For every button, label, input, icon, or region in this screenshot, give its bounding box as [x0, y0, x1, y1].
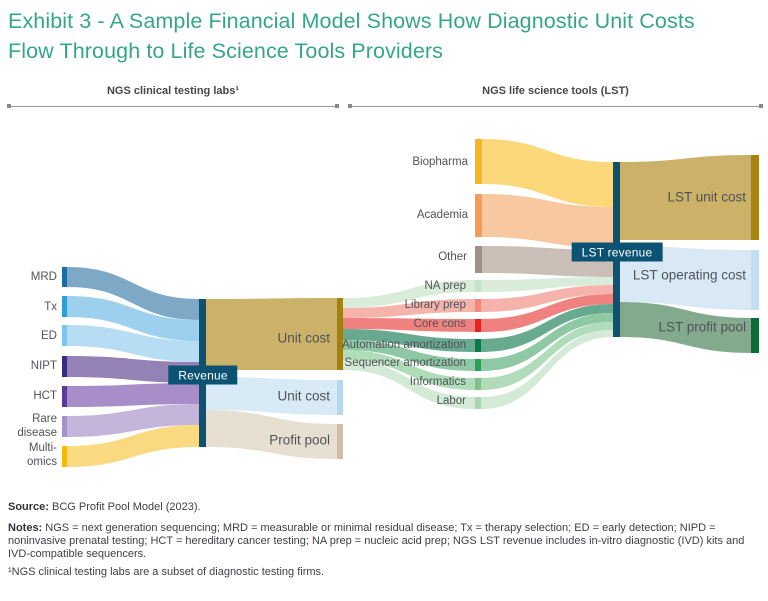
- flow-unit-cost-core-cons: [343, 318, 475, 332]
- source-line: Source: BCG Profit Pool Model (2023).: [8, 501, 760, 514]
- flow-ed-revenue: [67, 325, 199, 362]
- flow-labor-lst-revenue: [481, 330, 613, 409]
- node-automation-amortization: [475, 339, 481, 352]
- section-header-clinical-labs: NGS clinical testing labs¹: [106, 85, 240, 97]
- notes-label: Notes:: [8, 522, 43, 534]
- page-title-line1: Exhibit 3 - A Sample Financial Model Sho…: [8, 9, 695, 33]
- section-bracket-right: [348, 104, 763, 109]
- flow-unit-cost-informatics: [343, 350, 475, 390]
- node-biopharma: [475, 139, 482, 184]
- flow-revenue-profit-pool: [206, 410, 337, 459]
- flow-tx-revenue: [67, 296, 199, 341]
- node-revenue: [199, 299, 206, 447]
- node-nipt: [62, 356, 67, 377]
- flow-revenue-unit-cost: [206, 298, 337, 370]
- flow-unit-cost-labor: [343, 360, 475, 409]
- footnote-line: ¹NGS clinical testing labs are a subset …: [8, 566, 325, 578]
- node-other: [475, 246, 482, 273]
- flow-unit-cost-na-prep: [343, 280, 475, 308]
- node-lst-unit-cost: [751, 155, 759, 240]
- flow-core-cons-lst-revenue: [481, 294, 613, 332]
- flow-unit-cost-library-prep: [343, 299, 475, 318]
- flow-sequencer-lst-revenue: [481, 313, 613, 371]
- node-core-cons: [475, 319, 481, 332]
- section-bracket-left: [7, 104, 339, 109]
- flow-lst-revenue-profit-pool: [620, 302, 751, 353]
- flow-automation-lst-revenue: [481, 304, 613, 352]
- flow-multi-omics-revenue: [67, 425, 199, 467]
- node-rare-disease: [62, 416, 67, 437]
- flow-library-prep-lst-revenue: [481, 285, 613, 312]
- page-title-line2: Flow Through to Life Science Tools Provi…: [8, 39, 444, 63]
- flow-revenue-unit-cost-blue: [206, 377, 337, 415]
- flow-academia-lst-revenue: [482, 194, 613, 248]
- node-unit-cost-blue: [337, 380, 343, 415]
- node-profit-pool-lab: [337, 424, 343, 459]
- flow-hct-revenue: [67, 383, 199, 407]
- flow-nipt-revenue: [67, 356, 199, 383]
- notes-line: Notes: NGS = next generation sequencing;…: [8, 522, 760, 560]
- node-informatics: [475, 378, 481, 390]
- notes-text: NGS = next generation sequencing; MRD = …: [8, 522, 745, 560]
- node-library-prep: [475, 299, 481, 312]
- flow-mrd-revenue: [67, 267, 199, 320]
- node-multi-omics: [62, 446, 67, 467]
- source-label: Source:: [8, 501, 49, 513]
- flow-unit-cost-sequencer: [343, 340, 475, 371]
- page-title: Exhibit 3 - A Sample Financial Model Sho…: [8, 6, 756, 66]
- flow-unit-cost-automation: [343, 329, 475, 352]
- flow-informatics-lst-revenue: [481, 322, 613, 390]
- flow-na-prep-lst-revenue: [481, 277, 613, 292]
- node-tx: [62, 296, 67, 317]
- node-lst-revenue: [613, 162, 620, 337]
- flow-lst-revenue-operating-cost: [620, 246, 751, 310]
- flow-lst-revenue-unit-cost: [620, 155, 751, 240]
- node-sequencer-amortization: [475, 359, 481, 371]
- source-text: BCG Profit Pool Model (2023).: [48, 501, 201, 513]
- node-na-prep: [475, 280, 481, 292]
- node-lst-operating-cost: [751, 250, 759, 310]
- node-mrd: [62, 267, 67, 287]
- node-lst-profit-pool: [751, 318, 759, 353]
- flow-biopharma-lst-revenue: [482, 139, 613, 207]
- section-header-lst: NGS life science tools (LST): [482, 85, 629, 97]
- flow-rare-disease-revenue: [67, 404, 199, 437]
- node-hct: [62, 386, 67, 407]
- node-labor: [475, 397, 481, 409]
- node-academia: [475, 194, 482, 237]
- node-ed: [62, 325, 67, 346]
- node-unit-cost-lab: [337, 298, 343, 370]
- flow-other-lst-revenue: [482, 246, 613, 277]
